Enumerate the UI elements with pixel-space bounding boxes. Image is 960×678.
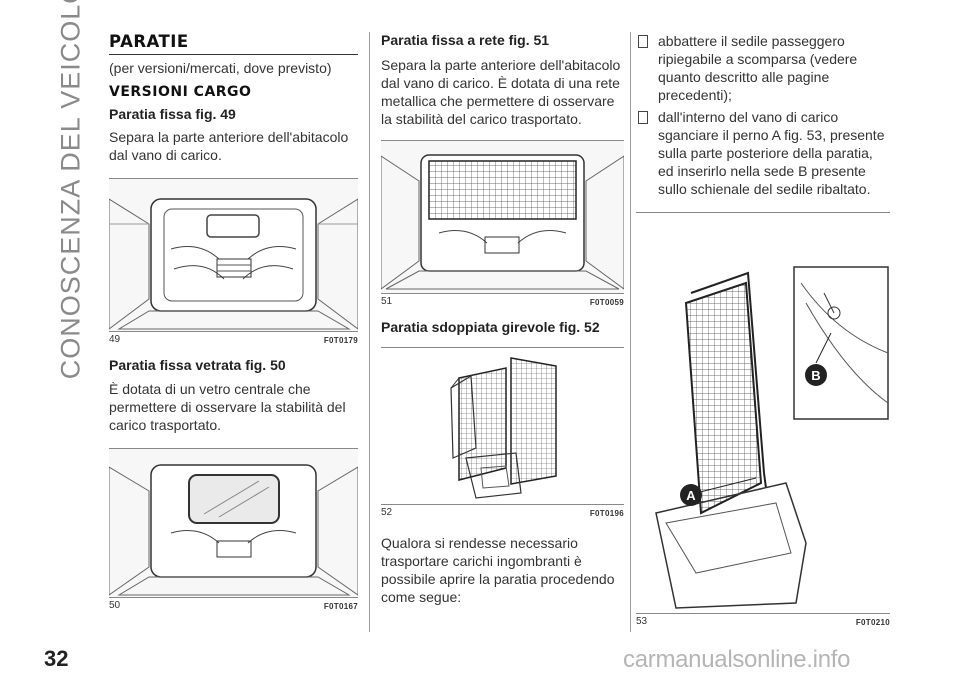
figure-code: F0T0196 [589,509,624,518]
text-fig49: Separa la parte anteriore dell'abitacolo… [109,129,349,163]
caption-fig49: 49 F0T0179 [109,334,358,345]
figure-number: 50 [109,600,121,611]
figure-53: B A [636,212,890,614]
list-item: abbattere il sedile passeggero ripiegabi… [636,32,890,104]
text-after-fig52: Qualora si rendesse necessario trasporta… [381,535,615,605]
bullet-icon [638,111,648,124]
bulkhead-illustration [109,179,358,331]
figure-number: 53 [636,616,648,627]
list-item-text: abbattere il sedile passeggero ripiegabi… [658,33,858,103]
figure-number: 52 [381,507,393,518]
text-fig50: È dotata di un vetro centrale che permet… [109,381,346,433]
figure-code: F0T0059 [589,298,624,307]
glazed-bulkhead-illustration [109,449,358,597]
page-number: 32 [44,646,69,671]
watermark: carmanualsonline.info [623,646,851,673]
figure-51 [381,140,624,294]
figure-number: 49 [109,334,121,345]
text-fig51: Separa la parte anteriore dell'abitacolo… [381,57,621,127]
label-a: A [686,488,696,503]
heading-fig52: Paratia sdoppiata girevole fig. 52 [381,319,600,335]
figure-52 [381,347,624,505]
caption-fig53: 53 F0T0210 [636,616,890,627]
side-chapter-title: CONOSCENZA DEL VEICOLO [55,0,86,379]
split-bulkhead-illustration [381,348,624,504]
column-divider [630,32,631,632]
subsection-title: VERSIONI CARGO [109,84,252,100]
pin-release-illustration: B A [636,213,890,613]
label-b-marker [805,364,827,386]
figure-code: F0T0179 [323,336,358,345]
list-item: dall'interno del vano di carico sganciar… [636,108,890,198]
figure-49 [109,178,358,332]
figure-50 [109,448,358,598]
bullet-icon [638,35,648,48]
column-1: PARATIE (per versioni/mercati, dove prev… [109,32,358,611]
mesh-bulkhead-illustration [381,141,624,293]
heading-fig50: Paratia fissa vetrata fig. 50 [109,357,286,373]
label-b: B [811,368,820,383]
column-2: Paratia fissa a rete fig. 51 Separa la p… [381,32,624,606]
list-item-text: dall'interno del vano di carico sganciar… [658,109,885,197]
figure-number: 51 [381,296,393,307]
label-a-marker [680,484,702,506]
caption-fig51: 51 F0T0059 [381,296,624,307]
column-divider [369,32,370,632]
caption-fig50: 50 F0T0167 [109,600,358,611]
heading-fig49: Paratia fissa fig. 49 [109,106,236,122]
figure-code: F0T0210 [855,618,890,627]
section-note: (per versioni/mercati, dove previsto) [109,60,332,76]
column-3: abbattere il sedile passeggero ripiegabi… [636,32,890,627]
figure-code: F0T0167 [323,602,358,611]
caption-fig52: 52 F0T0196 [381,507,624,518]
heading-fig51: Paratia fissa a rete fig. 51 [381,32,550,48]
section-title: PARATIE [109,32,358,55]
